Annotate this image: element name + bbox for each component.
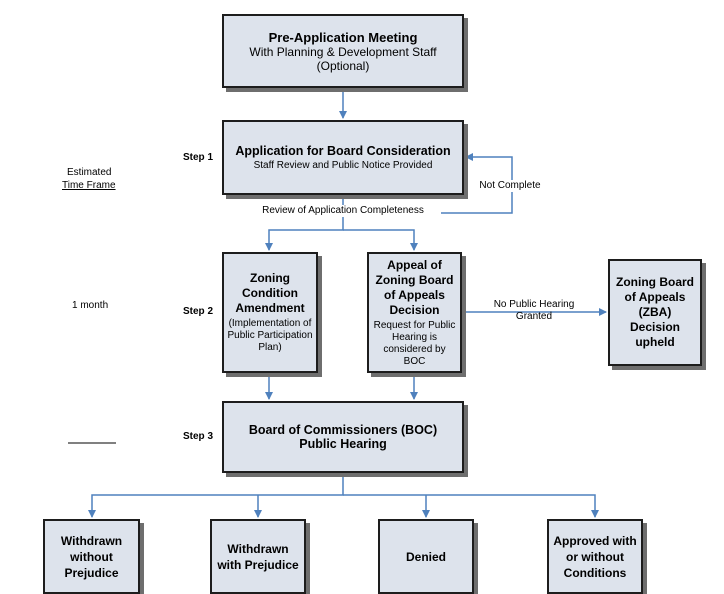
step1-label: Step 1 bbox=[183, 152, 214, 163]
denied-box: Denied bbox=[378, 519, 474, 594]
withdrawn-without-title: Withdrawn without Prejudice bbox=[60, 533, 123, 580]
zba-decision-upheld-box: Zoning Board of Appeals (ZBA) Decision u… bbox=[608, 259, 702, 366]
application-title: Application for Board Consideration bbox=[235, 144, 451, 158]
appeal-zba-decision-box: Appeal of Zoning Board of Appeals Decisi… bbox=[367, 252, 462, 373]
pre-application-line3: (Optional) bbox=[316, 58, 370, 73]
no-public-hearing-label: No Public Hearing Granted bbox=[493, 299, 575, 322]
step3-label: Step 3 bbox=[183, 431, 214, 442]
denied-title: Denied bbox=[405, 549, 446, 564]
approved-box: Approved with or without Conditions bbox=[547, 519, 643, 594]
not-complete-label: Not Complete bbox=[470, 180, 550, 192]
review-completeness-label: Review of Application Completeness bbox=[245, 205, 441, 217]
boc-line2: Public Hearing bbox=[299, 437, 387, 451]
withdrawn-without-prejudice-box: Withdrawn without Prejudice bbox=[43, 519, 140, 594]
arrow-to-approved bbox=[343, 494, 599, 518]
arrow-boc-branch bbox=[88, 473, 344, 518]
time-frame-label: Time Frame bbox=[62, 180, 116, 191]
zoning-amendment-sub: (Implementation of Public Participation … bbox=[227, 318, 313, 353]
step2-label: Step 2 bbox=[183, 306, 214, 317]
pre-application-line2: With Planning & Development Staff bbox=[249, 44, 437, 59]
pre-application-title: Pre-Application Meeting bbox=[268, 29, 418, 45]
appeal-sub: Request for Public Hearing is considered… bbox=[373, 319, 456, 367]
boc-public-hearing-box: Board of Commissioners (BOC) Public Hear… bbox=[222, 401, 464, 473]
appeal-title: Appeal of Zoning Board of Appeals Decisi… bbox=[375, 257, 454, 317]
one-month-label: 1 month bbox=[72, 300, 109, 311]
zoning-amendment-title: Zoning Condition Amendment bbox=[235, 271, 305, 315]
estimated-label: Estimated bbox=[67, 167, 112, 178]
application-box: Application for Board Consideration Staf… bbox=[222, 120, 464, 195]
arrow-split-appeal bbox=[343, 229, 418, 251]
pre-application-meeting-box: Pre-Application Meeting With Planning & … bbox=[222, 14, 464, 88]
approved-title: Approved with or without Conditions bbox=[553, 533, 637, 580]
boc-title: Board of Commissioners (BOC) bbox=[248, 423, 438, 437]
withdrawn-with-prejudice-box: Withdrawn with Prejudice bbox=[210, 519, 306, 594]
withdrawn-with-title: Withdrawn with Prejudice bbox=[217, 541, 299, 572]
application-sub: Staff Review and Public Notice Provided bbox=[253, 160, 433, 171]
zba-upheld-title: Zoning Board of Appeals (ZBA) Decision u… bbox=[616, 275, 694, 349]
zoning-condition-amendment-box: Zoning Condition Amendment (Implementati… bbox=[222, 252, 318, 373]
arrow-split-step2 bbox=[265, 213, 344, 251]
